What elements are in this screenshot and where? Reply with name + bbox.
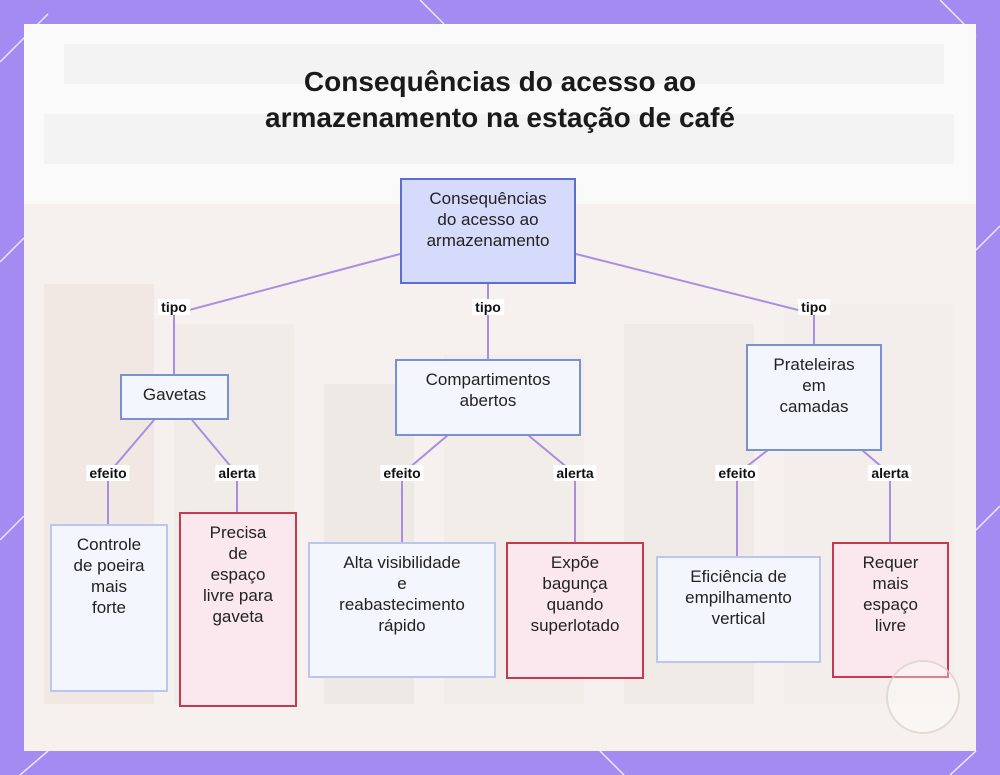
node-text-line: forte — [58, 597, 160, 618]
node-text-line: espaço — [187, 564, 289, 585]
edge-label-alerta: alerta — [215, 465, 258, 481]
node-text-line: armazenamento — [408, 230, 568, 251]
node-text-line: do acesso ao — [408, 209, 568, 230]
node-text-line: abertos — [403, 390, 573, 411]
node-text-line: superlotado — [514, 615, 636, 636]
edge-label-tipo: tipo — [798, 299, 830, 315]
node-text-line: Compartimentos — [403, 369, 573, 390]
edge-label-efeito: efeito — [86, 465, 129, 481]
connector-prateleiras-alert — [862, 450, 890, 542]
edge-label-tipo: tipo — [472, 299, 504, 315]
connector-root-prateleiras — [576, 254, 814, 344]
watermark-badge — [886, 660, 960, 734]
node-text-line: vertical — [664, 608, 813, 629]
node-text-line: Prateleiras — [754, 354, 874, 375]
node-text-line: Consequências — [408, 188, 568, 209]
category-node-gavetas: Gavetas — [120, 374, 229, 420]
node-text-line: e — [316, 573, 488, 594]
node-text-line: Precisa — [187, 522, 289, 543]
effect-node-compartimentos: Alta visibilidade e reabastecimento rápi… — [308, 542, 496, 678]
root-node: Consequências do acesso ao armazenamento — [400, 178, 576, 284]
node-text-line: de — [187, 543, 289, 564]
alert-node-compartimentos: Expõe bagunça quando superlotado — [506, 542, 644, 679]
edge-label-alerta: alerta — [868, 465, 911, 481]
node-text-line: reabastecimento — [316, 594, 488, 615]
node-text-line: empilhamento — [664, 587, 813, 608]
node-text-line: Gavetas — [128, 384, 221, 405]
node-text-line: espaço — [840, 594, 941, 615]
node-text-line: Expõe — [514, 552, 636, 573]
edge-label-efeito: efeito — [715, 465, 758, 481]
node-text-line: mais — [840, 573, 941, 594]
category-node-compartimentos: Compartimentos abertos — [395, 359, 581, 436]
node-text-line: Alta visibilidade — [316, 552, 488, 573]
node-text-line: livre — [840, 615, 941, 636]
node-text-line: Controle — [58, 534, 160, 555]
effect-node-gavetas: Controle de poeira mais forte — [50, 524, 168, 692]
node-text-line: de poeira — [58, 555, 160, 576]
node-text-line: bagunça — [514, 573, 636, 594]
connector-root-gavetas — [174, 254, 400, 374]
connector-compartimentos-effect — [402, 435, 448, 542]
edge-label-efeito: efeito — [380, 465, 423, 481]
node-text-line: quando — [514, 594, 636, 615]
category-node-prateleiras: Prateleiras em camadas — [746, 344, 882, 451]
node-text-line: gaveta — [187, 606, 289, 627]
edge-label-alerta: alerta — [553, 465, 596, 481]
node-text-line: Eficiência de — [664, 566, 813, 587]
edge-label-tipo: tipo — [158, 299, 190, 315]
node-text-line: Requer — [840, 552, 941, 573]
effect-node-prateleiras: Eficiência de empilhamento vertical — [656, 556, 821, 663]
node-text-line: livre para — [187, 585, 289, 606]
node-text-line: em — [754, 375, 874, 396]
alert-node-prateleiras: Requer mais espaço livre — [832, 542, 949, 678]
node-text-line: mais — [58, 576, 160, 597]
connector-compartimentos-alert — [528, 435, 575, 542]
alert-node-gavetas: Precisa de espaço livre para gaveta — [179, 512, 297, 707]
diagram-card: Consequências do acesso ao armazenamento… — [24, 24, 976, 751]
node-text-line: camadas — [754, 396, 874, 417]
node-text-line: rápido — [316, 615, 488, 636]
